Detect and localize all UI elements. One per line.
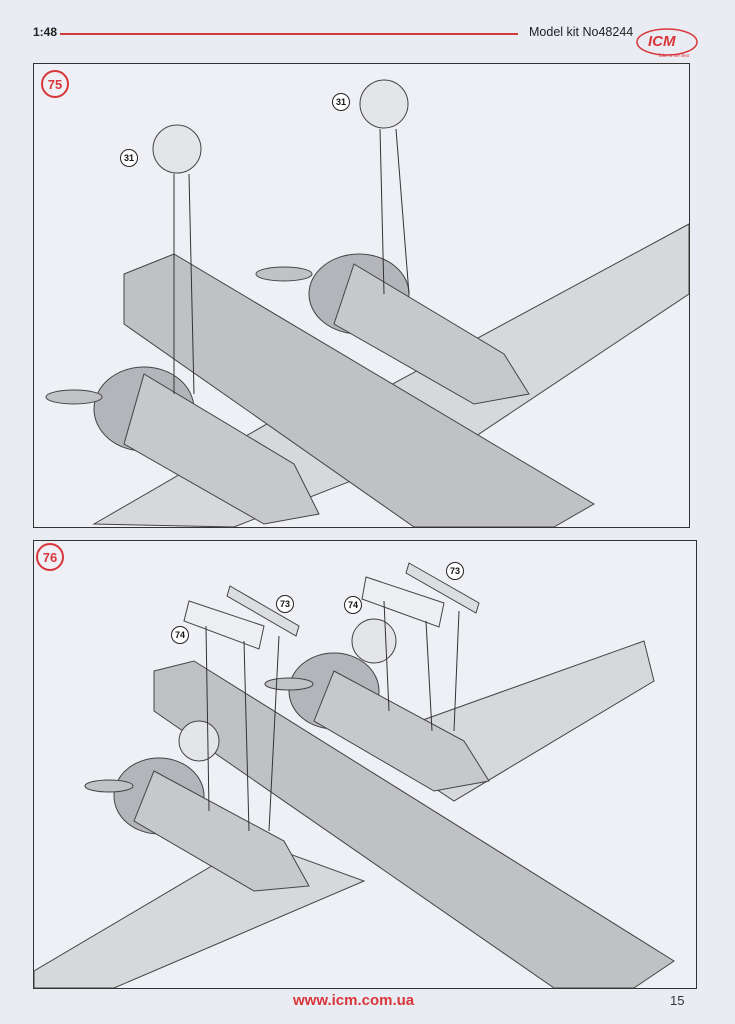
svg-text:Take in the Best: Take in the Best <box>658 54 690 59</box>
part-callout: 74 <box>171 626 189 644</box>
step-76-panel: 76 74 73 74 73 <box>33 540 697 989</box>
page-number: 15 <box>670 993 685 1008</box>
part-callout: 74 <box>344 596 362 614</box>
part-callout: 31 <box>332 93 350 111</box>
step-number-badge: 76 <box>36 543 64 571</box>
header-divider <box>60 33 518 35</box>
part-callout: 31 <box>120 149 138 167</box>
icm-logo: ICM Take in the Best <box>636 28 698 59</box>
step-number-badge: 75 <box>41 70 69 98</box>
kit-number: Model kit No48244 <box>529 25 634 39</box>
step-75-aircraft-drawing <box>45 79 689 527</box>
svg-text:ICM: ICM <box>648 33 676 50</box>
part-callout: 73 <box>446 562 464 580</box>
step-75-panel: 75 31 31 <box>33 63 690 528</box>
part-callout: 73 <box>276 595 294 613</box>
step-76-aircraft-drawing <box>34 562 675 988</box>
website-link[interactable]: www.icm.com.ua <box>293 992 415 1009</box>
scale-label: 1:48 <box>33 25 58 39</box>
